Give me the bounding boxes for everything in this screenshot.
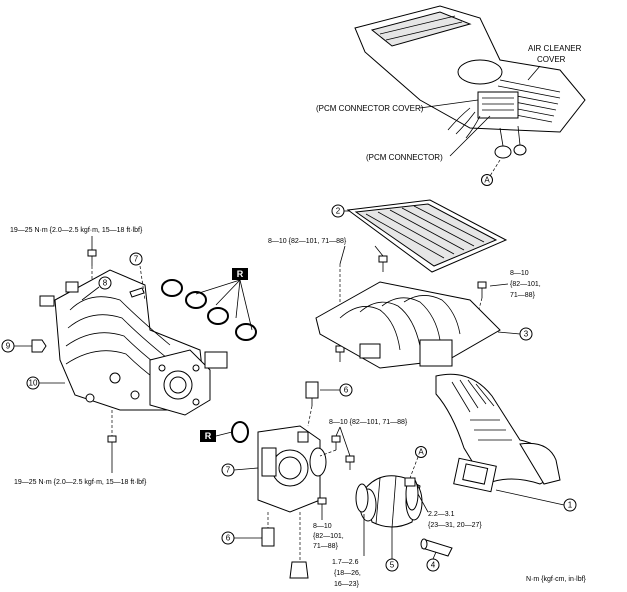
pcm-connector-cover-label: (PCM CONNECTOR COVER) [316,104,424,113]
svg-text:9: 9 [6,342,11,351]
svg-text:7: 7 [226,466,231,475]
ref-a-label-top: A [484,176,490,185]
replace-mark-tb-gasket: R [200,421,249,443]
torque-clamp-small-2: {18—26, [334,570,361,577]
torque-case-left: 8—10 {82—101, 71—88} [268,238,347,245]
svg-text:3: 3 [524,330,529,339]
callout-10: 8 [81,276,112,301]
torque-tb-bottom-1: 8—10 [313,523,332,530]
svg-text:4: 4 [431,561,436,570]
vacuum-fitting-lower [261,512,309,579]
svg-text:6: 6 [344,386,349,395]
manifold-bottom-bolt [107,435,117,458]
torque-clamp-large-1: 2.2—3.1 [428,511,455,518]
torque-clamp-small-3: 16—23} [334,581,360,588]
torque-case-right-3: 71—88} [510,292,536,299]
torque-tb-bottom-2: {82—101, [313,533,344,540]
torque-throttle: 8—10 {82—101, 71—88} [329,419,408,426]
air-cleaner-case [315,281,501,369]
throttle-body [257,425,327,513]
callout-9: 9 [1,339,47,353]
torque-case-right-1: 8—10 [510,270,529,277]
air-cleaner-cover [354,5,586,159]
throttle-bolts [317,435,355,512]
replace-mark-gaskets: R [195,268,253,331]
case-bolt-right [477,281,487,298]
air-cleaner-cover-label: AIR CLEANER [528,44,582,53]
svg-text:R: R [237,269,244,279]
callout-2: 2 [331,204,350,218]
torque-manifold-bottom: 19—25 N·m {2.0—2.5 kgf·m, 15—18 ft·lbf} [14,479,147,486]
svg-text:8: 8 [103,279,108,288]
manifold-top-bolt [87,249,97,266]
torque-tb-bottom-3: 71—88} [313,543,339,550]
callout-5: 5 [385,528,399,572]
air-cleaner-cover-label-line2: COVER [537,55,566,64]
callout-1: 1 [495,489,577,512]
svg-text:1: 1 [568,501,573,510]
torque-manifold-top: 19—25 N·m {2.0—2.5 kgf·m, 15—18 ft·lbf} [10,227,143,234]
torque-clamp-small-1: 1.7—2.6 [332,559,359,566]
svg-text:R: R [205,431,212,441]
breather-hose [420,538,453,557]
vacuum-fitting-upper [305,381,319,427]
ref-a-marker-top [481,174,493,186]
intake-gaskets [161,279,257,341]
air-cleaner-element [346,199,508,273]
case-bolt-left [378,255,388,272]
ref-a-label-mid: A [418,448,424,457]
svg-text:5: 5 [390,561,395,570]
svg-text:10: 10 [29,379,38,388]
callout-4: 4 [426,551,440,572]
svg-text:7: 7 [134,255,139,264]
callout-11: 10 [26,376,65,390]
manifold-sensor [204,351,228,369]
torque-case-right-2: {82—101, [510,281,541,288]
fresh-air-duct [435,373,561,493]
units-note: N·m {kgf·cm, in·lbf} [526,576,587,583]
callout-6-upper: 6 [320,383,353,397]
callout-8: 7 [129,252,146,301]
callout-6-lower: 6 [221,531,262,545]
callout-7: 7 [221,463,259,477]
callout-3: 3 [497,327,533,341]
svg-text:6: 6 [226,534,231,543]
ref-a-marker-mid [415,446,427,458]
throttle-flange [149,349,211,416]
torque-clamp-large-2: {23—31, 20—27} [428,522,482,529]
pcm-connector-label: (PCM CONNECTOR) [366,153,443,162]
case-bolt-low [335,345,345,362]
svg-text:2: 2 [336,207,341,216]
